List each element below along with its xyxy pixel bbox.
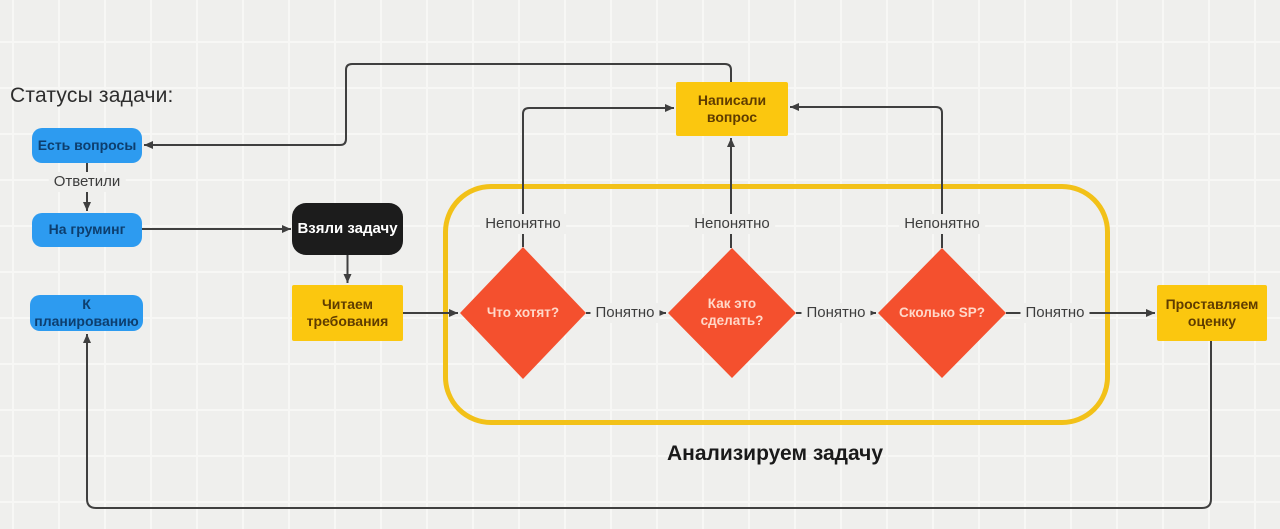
analysis-frame[interactable] (443, 184, 1110, 425)
edge-label-otvetili[interactable]: Ответили (48, 172, 126, 192)
statuses-heading[interactable]: Статусы задачи: (10, 84, 174, 107)
node-na-gruming[interactable]: На груминг (32, 213, 142, 247)
connector-ocenka-to-plan[interactable] (83, 334, 1212, 509)
node-label: Проставляем оценку (1165, 295, 1259, 330)
edge-label-neponyatno-2[interactable]: Непонятно (689, 214, 775, 234)
node-label: Читаем требования (306, 295, 389, 330)
connector-chto-to-napisali[interactable] (522, 104, 674, 247)
node-label: На груминг (48, 221, 126, 238)
edge-label-ponyatno-3[interactable]: Понятно (1020, 303, 1090, 323)
node-napisali-vopros[interactable]: Написали вопрос (676, 82, 788, 136)
node-k-planirovaniyu[interactable]: К планированию (30, 295, 143, 331)
node-label: Взяли задачу (297, 219, 398, 237)
node-chitaem-trebovaniya[interactable]: Читаем требования (292, 285, 403, 341)
node-label: Как это сделать? (700, 296, 764, 328)
connector-napisali-to-est[interactable] (144, 63, 732, 149)
edge-label-ponyatno-1[interactable]: Понятно (590, 303, 660, 323)
node-label: Есть вопросы (37, 136, 137, 153)
node-label: Написали вопрос (697, 91, 767, 126)
edge-label-neponyatno-3[interactable]: Непонятно (899, 214, 985, 234)
edge-label-neponyatno-1[interactable]: Непонятно (480, 214, 566, 234)
edge-label-ponyatno-2[interactable]: Понятно (801, 303, 871, 323)
node-label: Сколько SP? (899, 304, 985, 320)
node-label: Что хотят? (486, 304, 560, 320)
analysis-frame-title[interactable]: Анализируем задачу (666, 442, 884, 465)
node-vzyali-zadachu[interactable]: Взяли задачу (292, 203, 403, 255)
node-prostavlyaem-ocenku[interactable]: Проставляем оценку (1157, 285, 1267, 341)
connector-skolko-to-napisali[interactable] (790, 103, 943, 248)
node-label: К планированию (34, 295, 139, 330)
node-est-voprosy[interactable]: Есть вопросы (32, 128, 142, 163)
